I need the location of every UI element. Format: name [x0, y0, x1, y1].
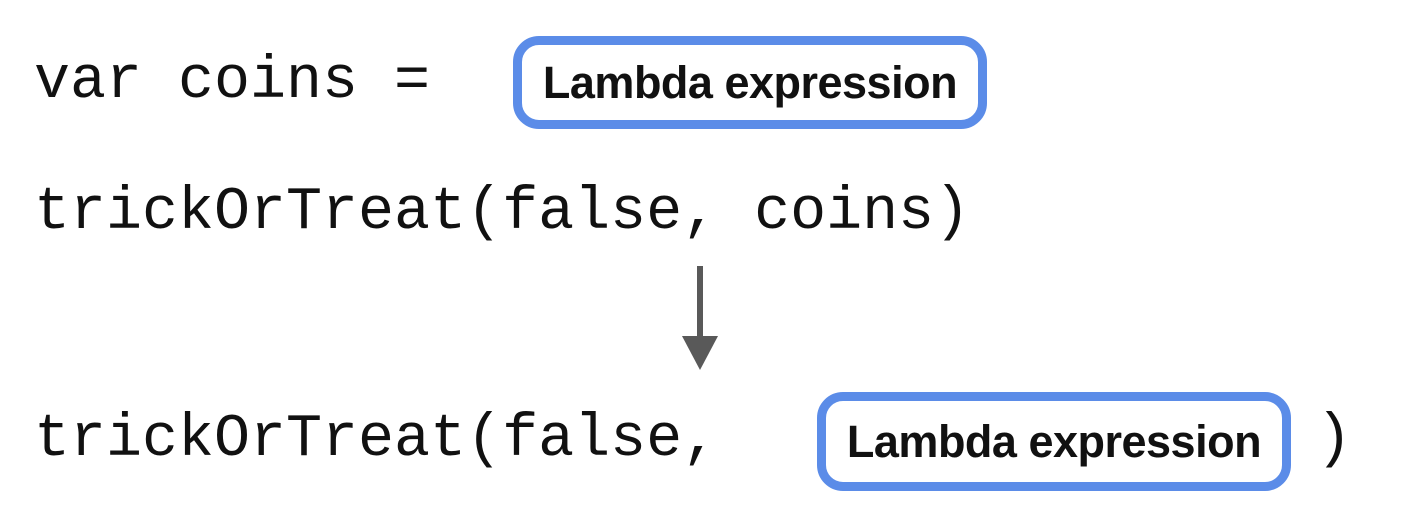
code-line-2-text: trickOrTreat(false, coins): [34, 179, 971, 247]
down-arrow-icon: [682, 266, 718, 370]
lambda-expression-pill-1-label: Lambda expression: [542, 57, 958, 108]
code-line-3-text-suffix: ): [1316, 406, 1353, 474]
code-line-3-text-prefix: trickOrTreat(false,: [34, 406, 755, 474]
lambda-expression-pill-2[interactable]: Lambda expression: [817, 392, 1291, 491]
code-line-1-text: var coins =: [34, 48, 467, 116]
lambda-expression-pill-2-label: Lambda expression: [846, 416, 1262, 467]
lambda-expression-pill-1[interactable]: Lambda expression: [513, 36, 987, 129]
